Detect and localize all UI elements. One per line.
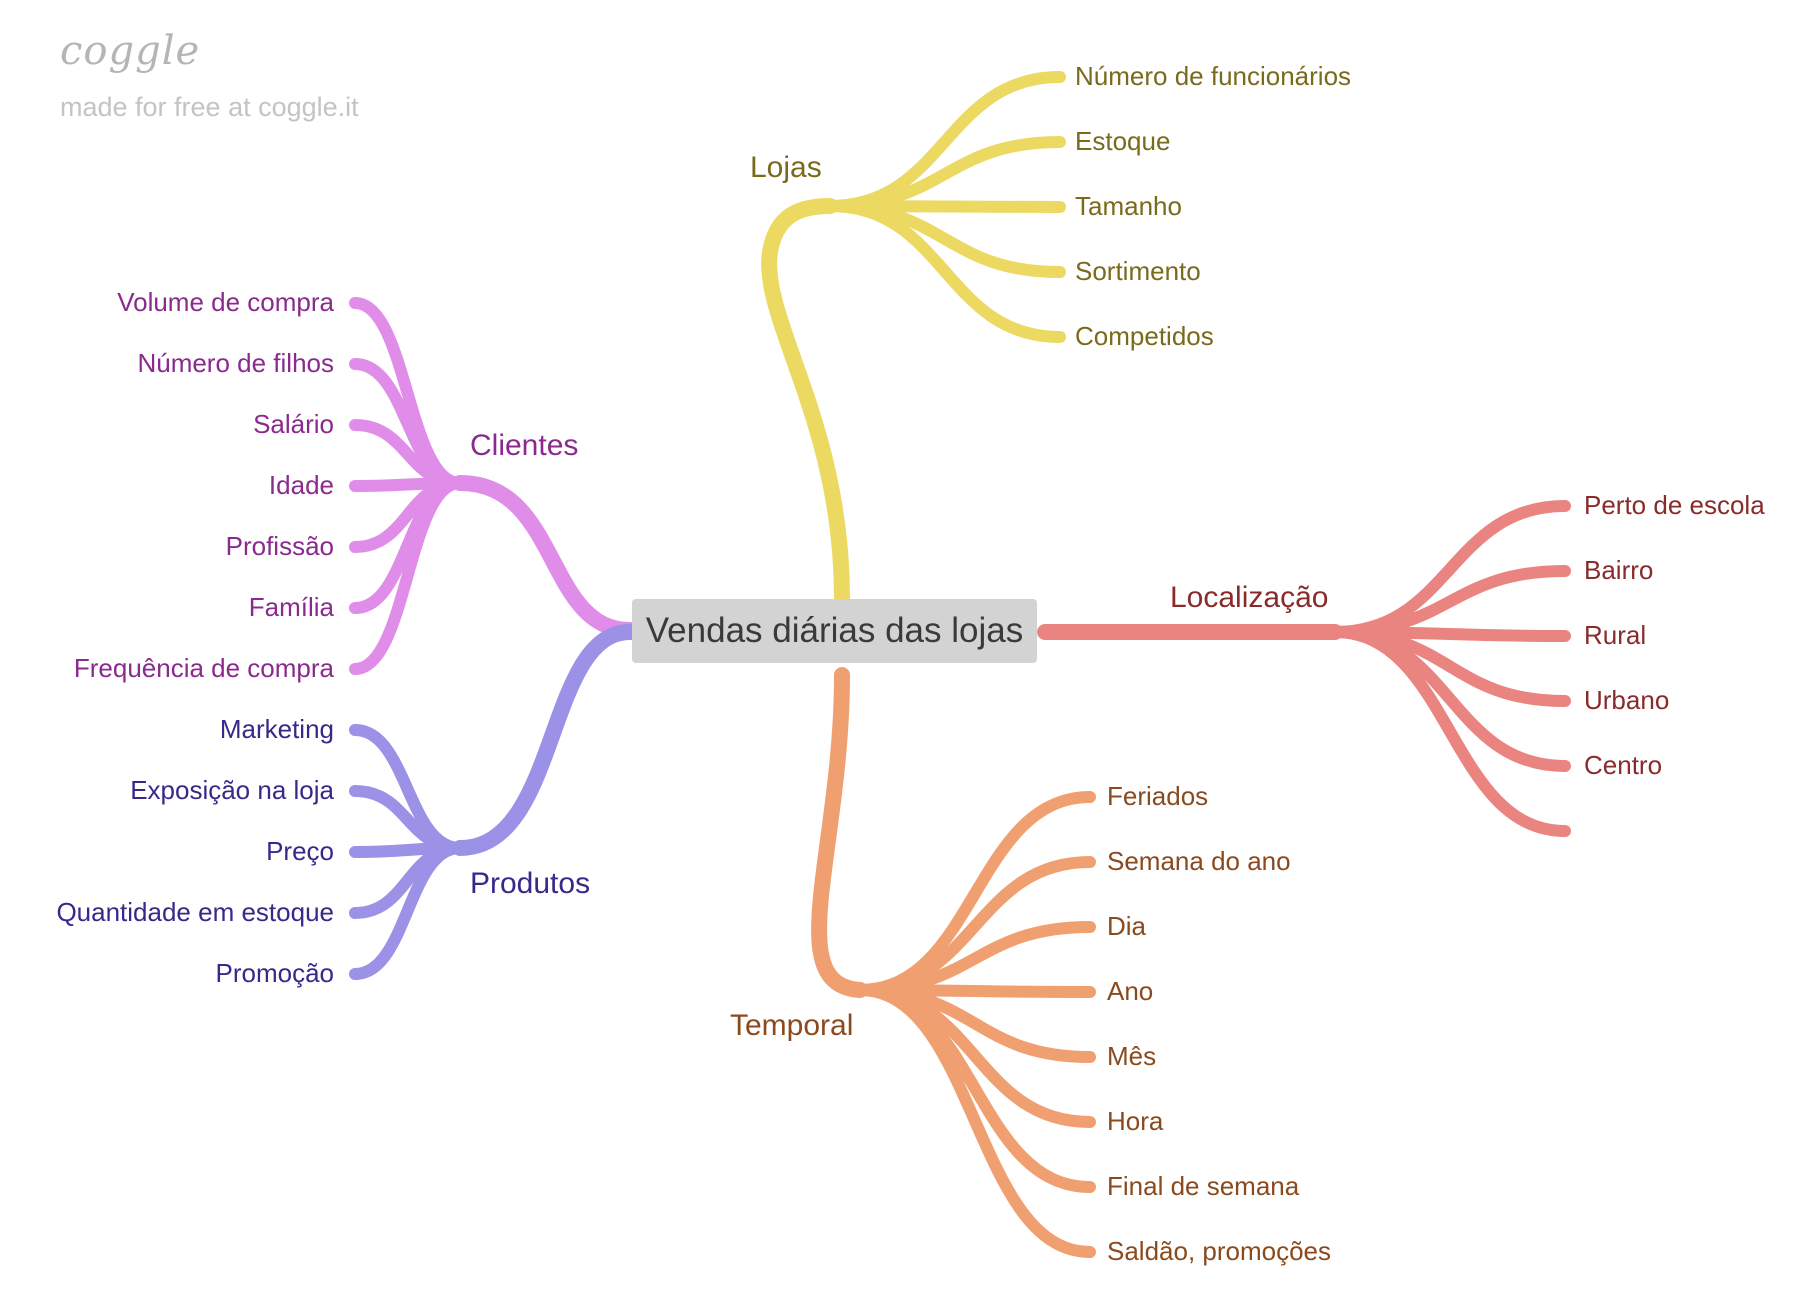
leaf-temporal-5[interactable]: Mês [1107, 1041, 1157, 1071]
leaf-clientes-7[interactable]: Frequência de compra [73, 653, 334, 683]
clientes-trunk [452, 475, 638, 638]
leaf-localizacao-4[interactable]: Urbano [1584, 685, 1670, 715]
leaf-localizacao-2[interactable]: Bairro [1584, 555, 1654, 585]
leaf-clientes-3[interactable]: Salário [253, 409, 334, 439]
branch-temporal[interactable]: Temporal [730, 1009, 854, 1042]
leaf-temporal-6[interactable]: Hora [1107, 1106, 1164, 1136]
leaf-temporal-4[interactable]: Ano [1107, 976, 1154, 1006]
leaf-temporal-3[interactable]: Dia [1107, 911, 1147, 941]
central-node-label: Vendas diárias das lojas [645, 611, 1024, 650]
branch-produtos[interactable]: Produtos [470, 867, 591, 900]
leaf-clientes-4[interactable]: Idade [268, 470, 334, 500]
lojas-trunk [761, 198, 850, 606]
produtos-trunk [452, 624, 638, 856]
leaf-lojas-2[interactable]: Estoque [1075, 126, 1171, 156]
leaf-lojas-4[interactable]: Sortimento [1075, 256, 1201, 286]
leaf-temporal-7[interactable]: Final de semana [1107, 1171, 1300, 1201]
produtos-leaf-connector-5 [349, 842, 466, 980]
central-node[interactable]: Vendas diárias das lojas [632, 599, 1037, 663]
leaf-localizacao-3[interactable]: Rural [1584, 620, 1647, 650]
leaf-produtos-3[interactable]: Preço [266, 836, 334, 866]
leaf-localizacao-1[interactable]: Perto de escola [1584, 490, 1765, 520]
leaf-localizacao-5[interactable]: Centro [1584, 750, 1663, 780]
branch-lojas[interactable]: Lojas [750, 151, 822, 184]
leaf-lojas-1[interactable]: Número de funcionários [1075, 61, 1352, 91]
temporal-leaf-connector-8 [854, 984, 1096, 1258]
leaf-temporal-1[interactable]: Feriados [1107, 781, 1209, 811]
leaf-produtos-5[interactable]: Promoção [215, 958, 335, 988]
branch-localizacao[interactable]: Localização [1170, 581, 1329, 614]
leaf-produtos-4[interactable]: Quantidade em estoque [56, 897, 334, 927]
temporal-trunk [811, 667, 868, 998]
branch-clientes[interactable]: Clientes [470, 429, 579, 462]
localizacao-leaf-connector-6 [1329, 626, 1571, 837]
coggle-logo: coggle [60, 28, 201, 74]
leaf-clientes-5[interactable]: Profissão [225, 531, 334, 561]
leaf-clientes-1[interactable]: Volume de compra [117, 287, 334, 317]
leaf-clientes-2[interactable]: Número de filhos [137, 348, 334, 378]
lojas-leaf-connector-5 [824, 200, 1066, 343]
coggle-tagline: made for free at coggle.it [60, 92, 359, 122]
leaf-produtos-1[interactable]: Marketing [219, 714, 334, 744]
leaf-produtos-2[interactable]: Exposição na loja [130, 775, 334, 805]
leaf-lojas-3[interactable]: Tamanho [1075, 191, 1182, 221]
leaf-lojas-5[interactable]: Competidos [1075, 321, 1214, 351]
leaf-temporal-8[interactable]: Saldão, promoções [1107, 1236, 1332, 1266]
leaf-temporal-2[interactable]: Semana do ano [1107, 846, 1291, 876]
clientes-leaf-connector-7 [349, 477, 466, 675]
leaf-clientes-6[interactable]: Família [248, 592, 334, 622]
